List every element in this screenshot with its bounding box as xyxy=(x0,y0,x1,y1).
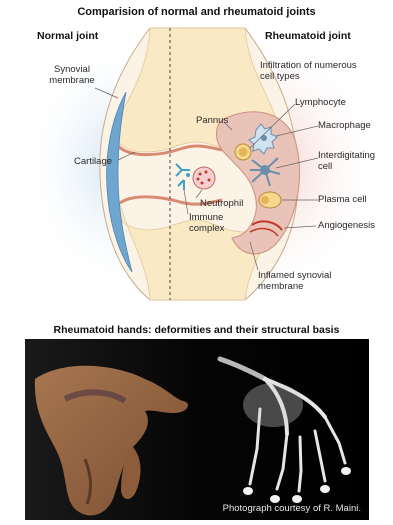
hands-photo xyxy=(25,339,369,520)
label-inflamed-line1: Inflamed synovial xyxy=(258,270,331,281)
label-interdigitating-line1: Interdigitating xyxy=(318,150,375,161)
label-infiltration: Infiltration of numerous cell types xyxy=(260,60,357,82)
label-macrophage: Macrophage xyxy=(318,120,371,131)
label-interdigitating-line2: cell xyxy=(318,161,375,172)
label-angiogenesis: Angiogenesis xyxy=(318,220,375,231)
photo-panel: Photograph courtesy of R. Maini. xyxy=(25,339,369,520)
label-pannus: Pannus xyxy=(196,115,228,126)
label-immune-line2: complex xyxy=(189,223,224,234)
label-inflamed-synovial-membrane: Inflamed synovial membrane xyxy=(258,270,331,292)
label-inflamed-line2: membrane xyxy=(258,281,331,292)
label-infiltration-line1: Infiltration of numerous xyxy=(260,60,357,71)
label-infiltration-line2: cell types xyxy=(260,71,357,82)
label-synovial-line2: membrane xyxy=(40,75,104,86)
photo-heading: Rheumatoid hands: deformities and their … xyxy=(0,324,393,336)
label-immune-line1: Immune xyxy=(189,212,224,223)
neutrophil-icon xyxy=(193,167,215,189)
label-lymphocyte: Lymphocyte xyxy=(295,97,346,108)
lymphocyte-icon xyxy=(235,144,251,160)
label-neutrophil: Neutrophil xyxy=(200,198,243,209)
label-synovial-line1: Synovial xyxy=(40,64,104,75)
plasma-cell-icon xyxy=(259,192,281,208)
normal-joint-header: Normal joint xyxy=(37,30,98,42)
label-interdigitating-cell: Interdigitating cell xyxy=(318,150,375,172)
label-immune-complex: Immune complex xyxy=(189,212,224,234)
rheumatoid-joint-header: Rheumatoid joint xyxy=(265,30,351,42)
label-plasma-cell: Plasma cell xyxy=(318,194,367,205)
label-synovial-membrane: Synovial membrane xyxy=(40,64,104,86)
label-cartilage: Cartilage xyxy=(74,156,112,167)
photo-credit: Photograph courtesy of R. Maini. xyxy=(223,503,361,514)
